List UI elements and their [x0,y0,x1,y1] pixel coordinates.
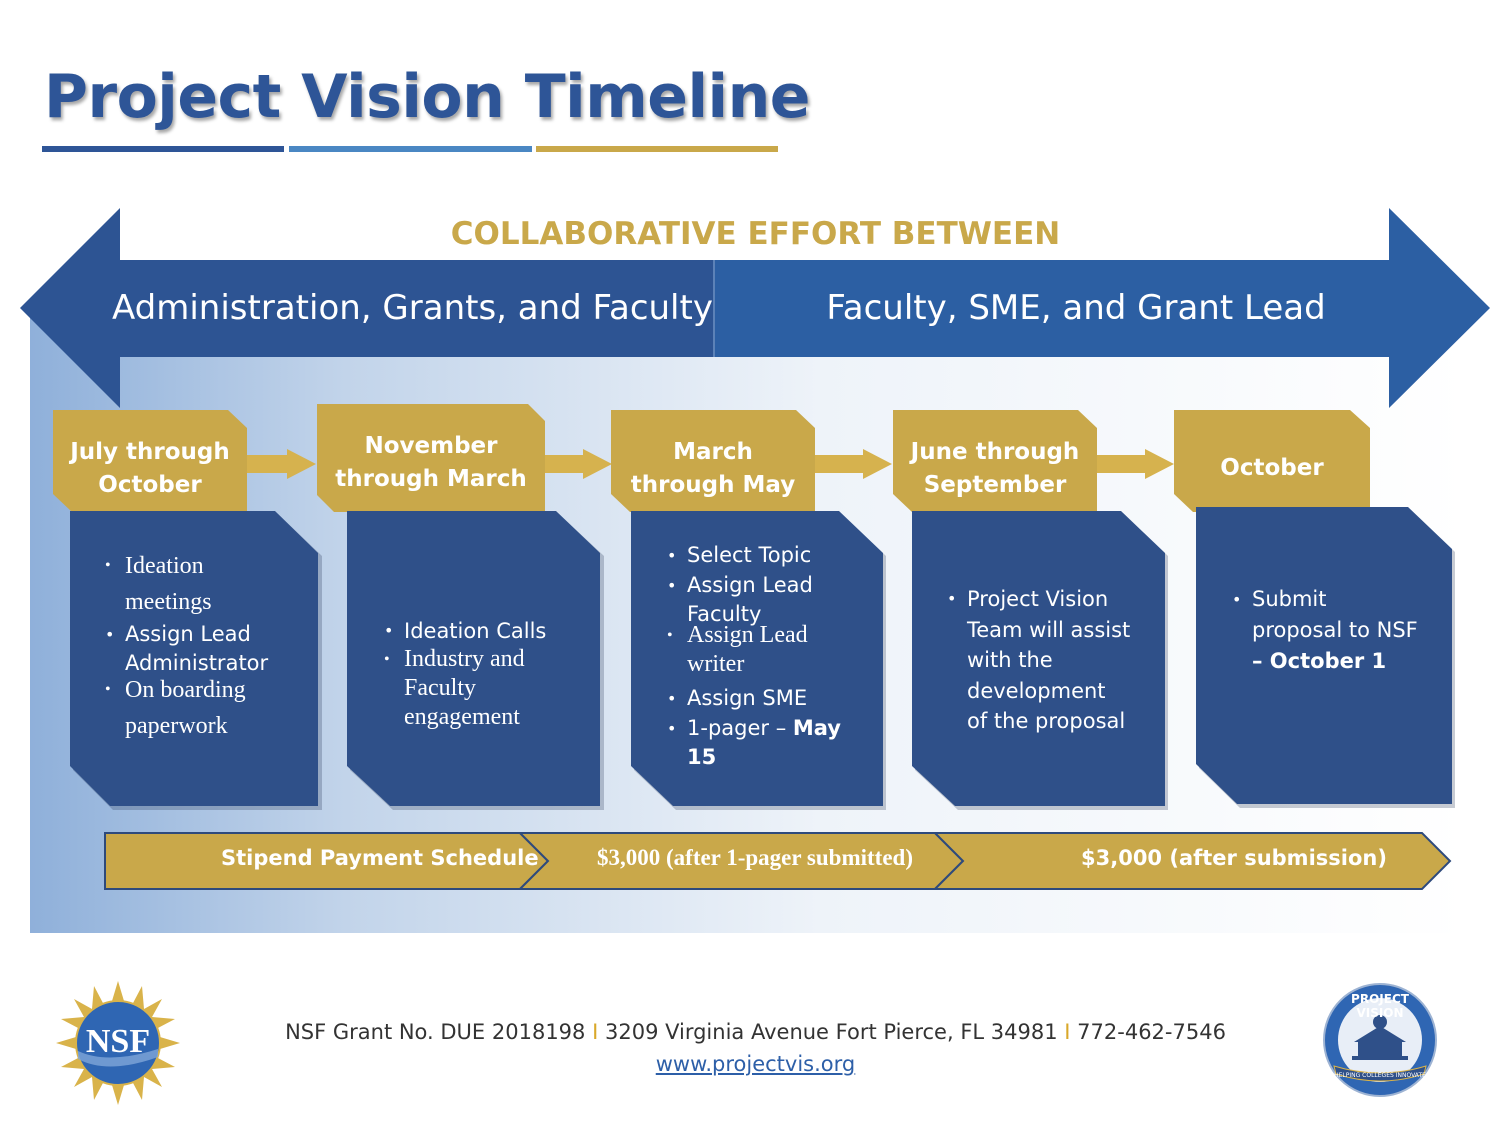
seal-ring-bottom-text: HELPING COLLEGES INNOVATE [1334,1072,1426,1079]
project-vision-seal [1323,983,1437,1097]
arrow-right-half [714,208,1490,408]
period-tab-1 [53,410,247,512]
footer-address: 3209 Virginia Avenue Fort Pierce, FL 349… [604,1020,1058,1044]
nsf-logo-text: NSF [85,1023,151,1060]
connector-arrow-2 [545,449,612,479]
seal-ring-top-text: PROJECT VISION [1351,992,1409,1020]
title-rule-gold [536,146,778,152]
title-rule-navy [42,146,284,152]
footer-link-row: www.projectvis.org [0,1052,1511,1076]
stipend-label: Stipend Payment Schedule [221,846,539,870]
connector-arrow-4 [1097,449,1174,479]
task-item: Ideation Calls [384,617,582,645]
task-item: Select Topic [667,540,865,571]
arrow-left-label: Administration, Grants, and Faculty [112,288,713,328]
footer-contact: NSF Grant No. DUE 2018198 I 3209 Virgini… [0,1020,1511,1044]
footer-separator: I [592,1020,599,1044]
period-tab-4 [893,410,1097,512]
stipend-segment-3 [932,832,1452,890]
footer-phone: 772-462-7546 [1077,1020,1226,1044]
page-title: Project Vision Timeline [44,62,810,132]
task-list-2: Ideation Calls Industry andFacultyengage… [382,617,582,732]
connector-arrow-3 [815,449,892,479]
title-rule-blue [289,146,532,152]
task-item: Assign SME [667,683,865,714]
nsf-logo [56,981,180,1105]
arrow-left-half [20,208,714,408]
period-tab-2 [317,404,545,512]
stipend-payment-2: $3,000 (after submission) [1081,846,1387,870]
website-link[interactable]: www.projectvis.org [655,1052,856,1076]
footer-separator: I [1064,1020,1071,1044]
period-label-5: October [1220,455,1324,481]
period-tab-5 [1174,410,1370,512]
connector-arrow-1 [247,449,316,479]
collaborative-heading: COLLABORATIVE EFFORT BETWEEN [450,216,1061,252]
footer-grant: NSF Grant No. DUE 2018198 [285,1020,586,1044]
period-tab-3 [611,410,815,512]
stipend-payment-1: $3,000 (after 1-pager submitted) [597,845,913,870]
arrow-right-label: Faculty, SME, and Grant Lead [826,288,1326,328]
